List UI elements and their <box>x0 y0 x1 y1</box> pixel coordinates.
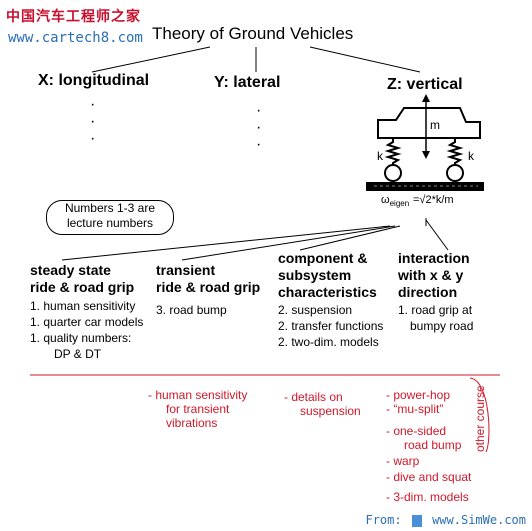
other-course-group-3: - power-hop - “mu-split” - one-sided roa… <box>386 388 472 504</box>
axis-y-label: Y: lateral <box>214 74 281 91</box>
footer-watermark: From: www.SimWe.com <box>365 513 526 527</box>
other-course-group-2: - details on suspension <box>284 390 361 418</box>
axis-x-label: X: longitudinal <box>38 72 150 89</box>
watermark-url: www.cartech8.com <box>8 30 143 46</box>
spring-right-label: k <box>468 149 474 163</box>
watermark-chinese: 中国汽车工程师之家 <box>6 9 141 25</box>
column-interaction-items: 1. road grip at bumpy road <box>398 303 474 333</box>
folder-icon <box>411 514 422 527</box>
lecture-numbers-note: Numbers 1-3 are lecture numbers <box>46 200 174 235</box>
column-steady-state-items: 1. human sensitivity 1. quarter car mode… <box>30 299 144 345</box>
mass-label: m <box>430 118 440 132</box>
eigenfrequency-formula: =√2*k/m <box>413 194 454 206</box>
other-course-label: other course <box>473 385 487 452</box>
axis-z-label: Z: vertical <box>387 76 463 93</box>
diagram-title: Theory of Ground Vehicles <box>152 24 354 43</box>
other-course-group-1: - human sensitivity for transient vibrat… <box>148 388 248 430</box>
axis-y-ellipsis: ··· <box>256 102 262 153</box>
column-component-items: 2. suspension 2. transfer functions 2. t… <box>278 303 384 349</box>
omega-symbol: ωeigen <box>381 194 410 209</box>
axis-x-ellipsis: ··· <box>90 96 96 147</box>
column-transient-items: 3. road bump <box>156 303 227 317</box>
quality-numbers: DP & DT <box>54 347 102 361</box>
spring-left-label: k <box>377 149 383 163</box>
